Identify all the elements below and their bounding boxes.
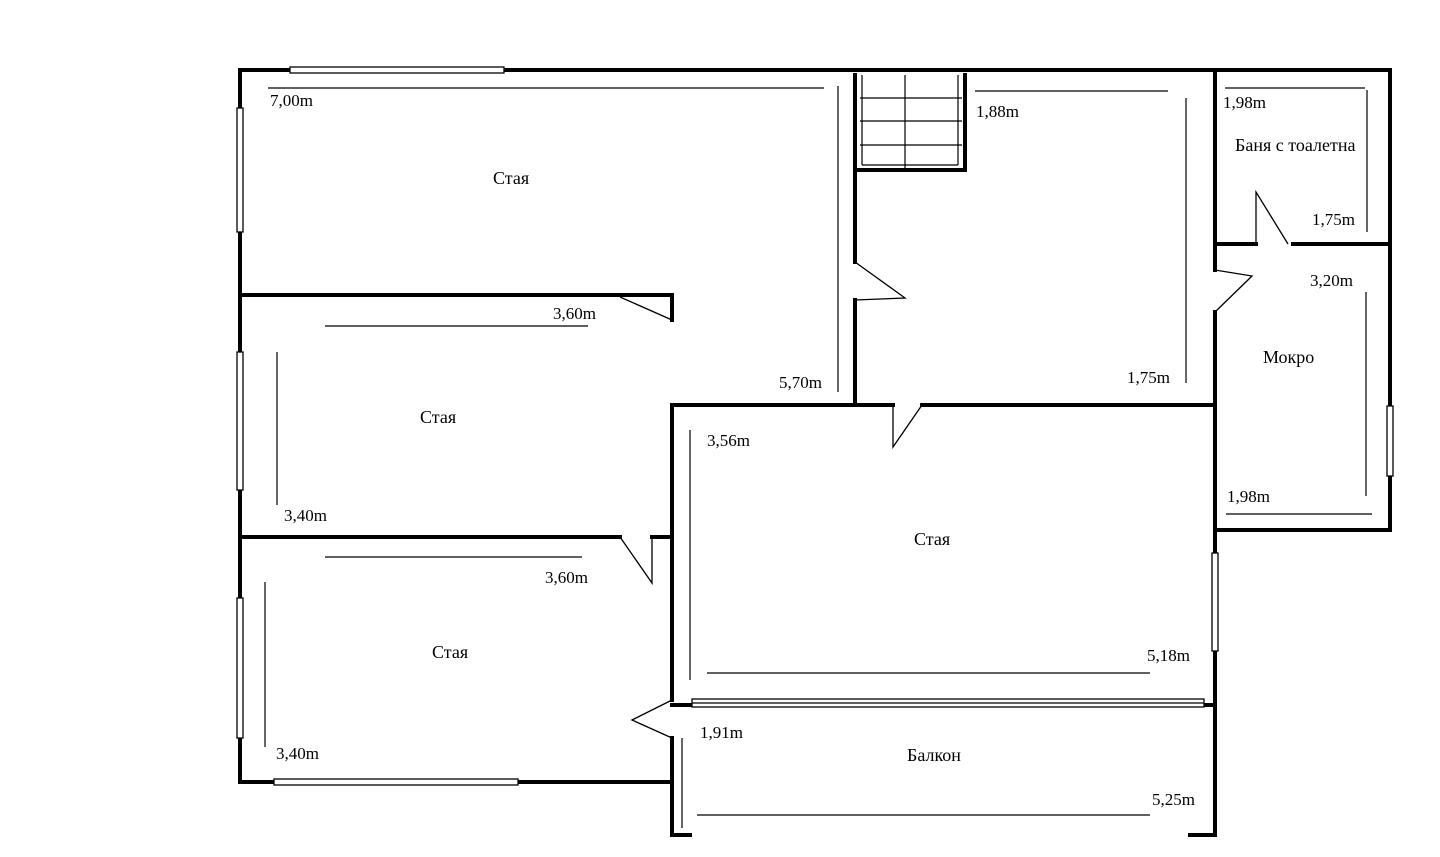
staircase xyxy=(860,75,962,170)
windows xyxy=(236,66,1394,786)
dim-bottom-left-width: 3,60m xyxy=(545,568,588,587)
stair-box xyxy=(853,73,967,172)
door-bottom-left xyxy=(619,536,653,586)
door-center xyxy=(892,404,923,450)
room-label-wet: Мокро xyxy=(1263,347,1314,367)
dim-wet-depth: 3,20m xyxy=(1310,271,1353,290)
dim-center-room-width: 5,18m xyxy=(1147,646,1190,665)
door-middle-left xyxy=(619,296,673,321)
door-bath xyxy=(1255,189,1289,245)
door-balcony xyxy=(630,699,673,739)
dim-bottom-left-depth: 3,40m xyxy=(276,744,319,763)
room-label-middle-left: Стая xyxy=(420,407,456,427)
window-left-bottom xyxy=(236,597,244,739)
dim-top-room-width: 7,00m xyxy=(270,91,313,110)
dim-hall-depth: 1,75m xyxy=(1127,368,1170,387)
dim-balcony-depth: 1,91m xyxy=(700,723,743,742)
window-top xyxy=(289,66,505,74)
dimension-lines xyxy=(264,86,1372,828)
dim-wet-width: 1,98m xyxy=(1227,487,1270,506)
dim-bath-width: 1,98m xyxy=(1223,93,1266,112)
door-hall xyxy=(854,261,907,301)
dim-hall-width: 1,88m xyxy=(976,102,1019,121)
walls xyxy=(238,68,1392,837)
room-label-center: Стая xyxy=(914,529,950,549)
doors xyxy=(619,189,1289,739)
door-wet xyxy=(1214,269,1254,313)
dim-top-room-depth: 5,70m xyxy=(779,373,822,392)
dim-balcony-width: 5,25m xyxy=(1152,790,1195,809)
room-labels: Стая Стая Стая Стая Баня с тоалетна Мокр… xyxy=(420,135,1355,765)
window-wet-room xyxy=(1386,405,1394,477)
dim-bath-depth: 1,75m xyxy=(1312,210,1355,229)
window-bottom-left xyxy=(273,778,519,786)
room-label-top: Стая xyxy=(493,168,529,188)
dim-center-room-depth: 3,56m xyxy=(707,431,750,450)
dim-middle-left-width: 3,60m xyxy=(553,304,596,323)
window-left-middle xyxy=(236,351,244,491)
room-label-bathroom: Баня с тоалетна xyxy=(1235,135,1355,155)
room-label-balcony: Балкон xyxy=(907,745,961,765)
room-label-bottom-left: Стая xyxy=(432,642,468,662)
window-center-room xyxy=(1211,552,1219,652)
dim-middle-left-depth: 3,40m xyxy=(284,506,327,525)
window-left-top xyxy=(236,107,244,233)
dimension-labels: 7,00m 5,70m 1,88m 1,75m 1,98m 1,75m 3,20… xyxy=(270,91,1355,809)
